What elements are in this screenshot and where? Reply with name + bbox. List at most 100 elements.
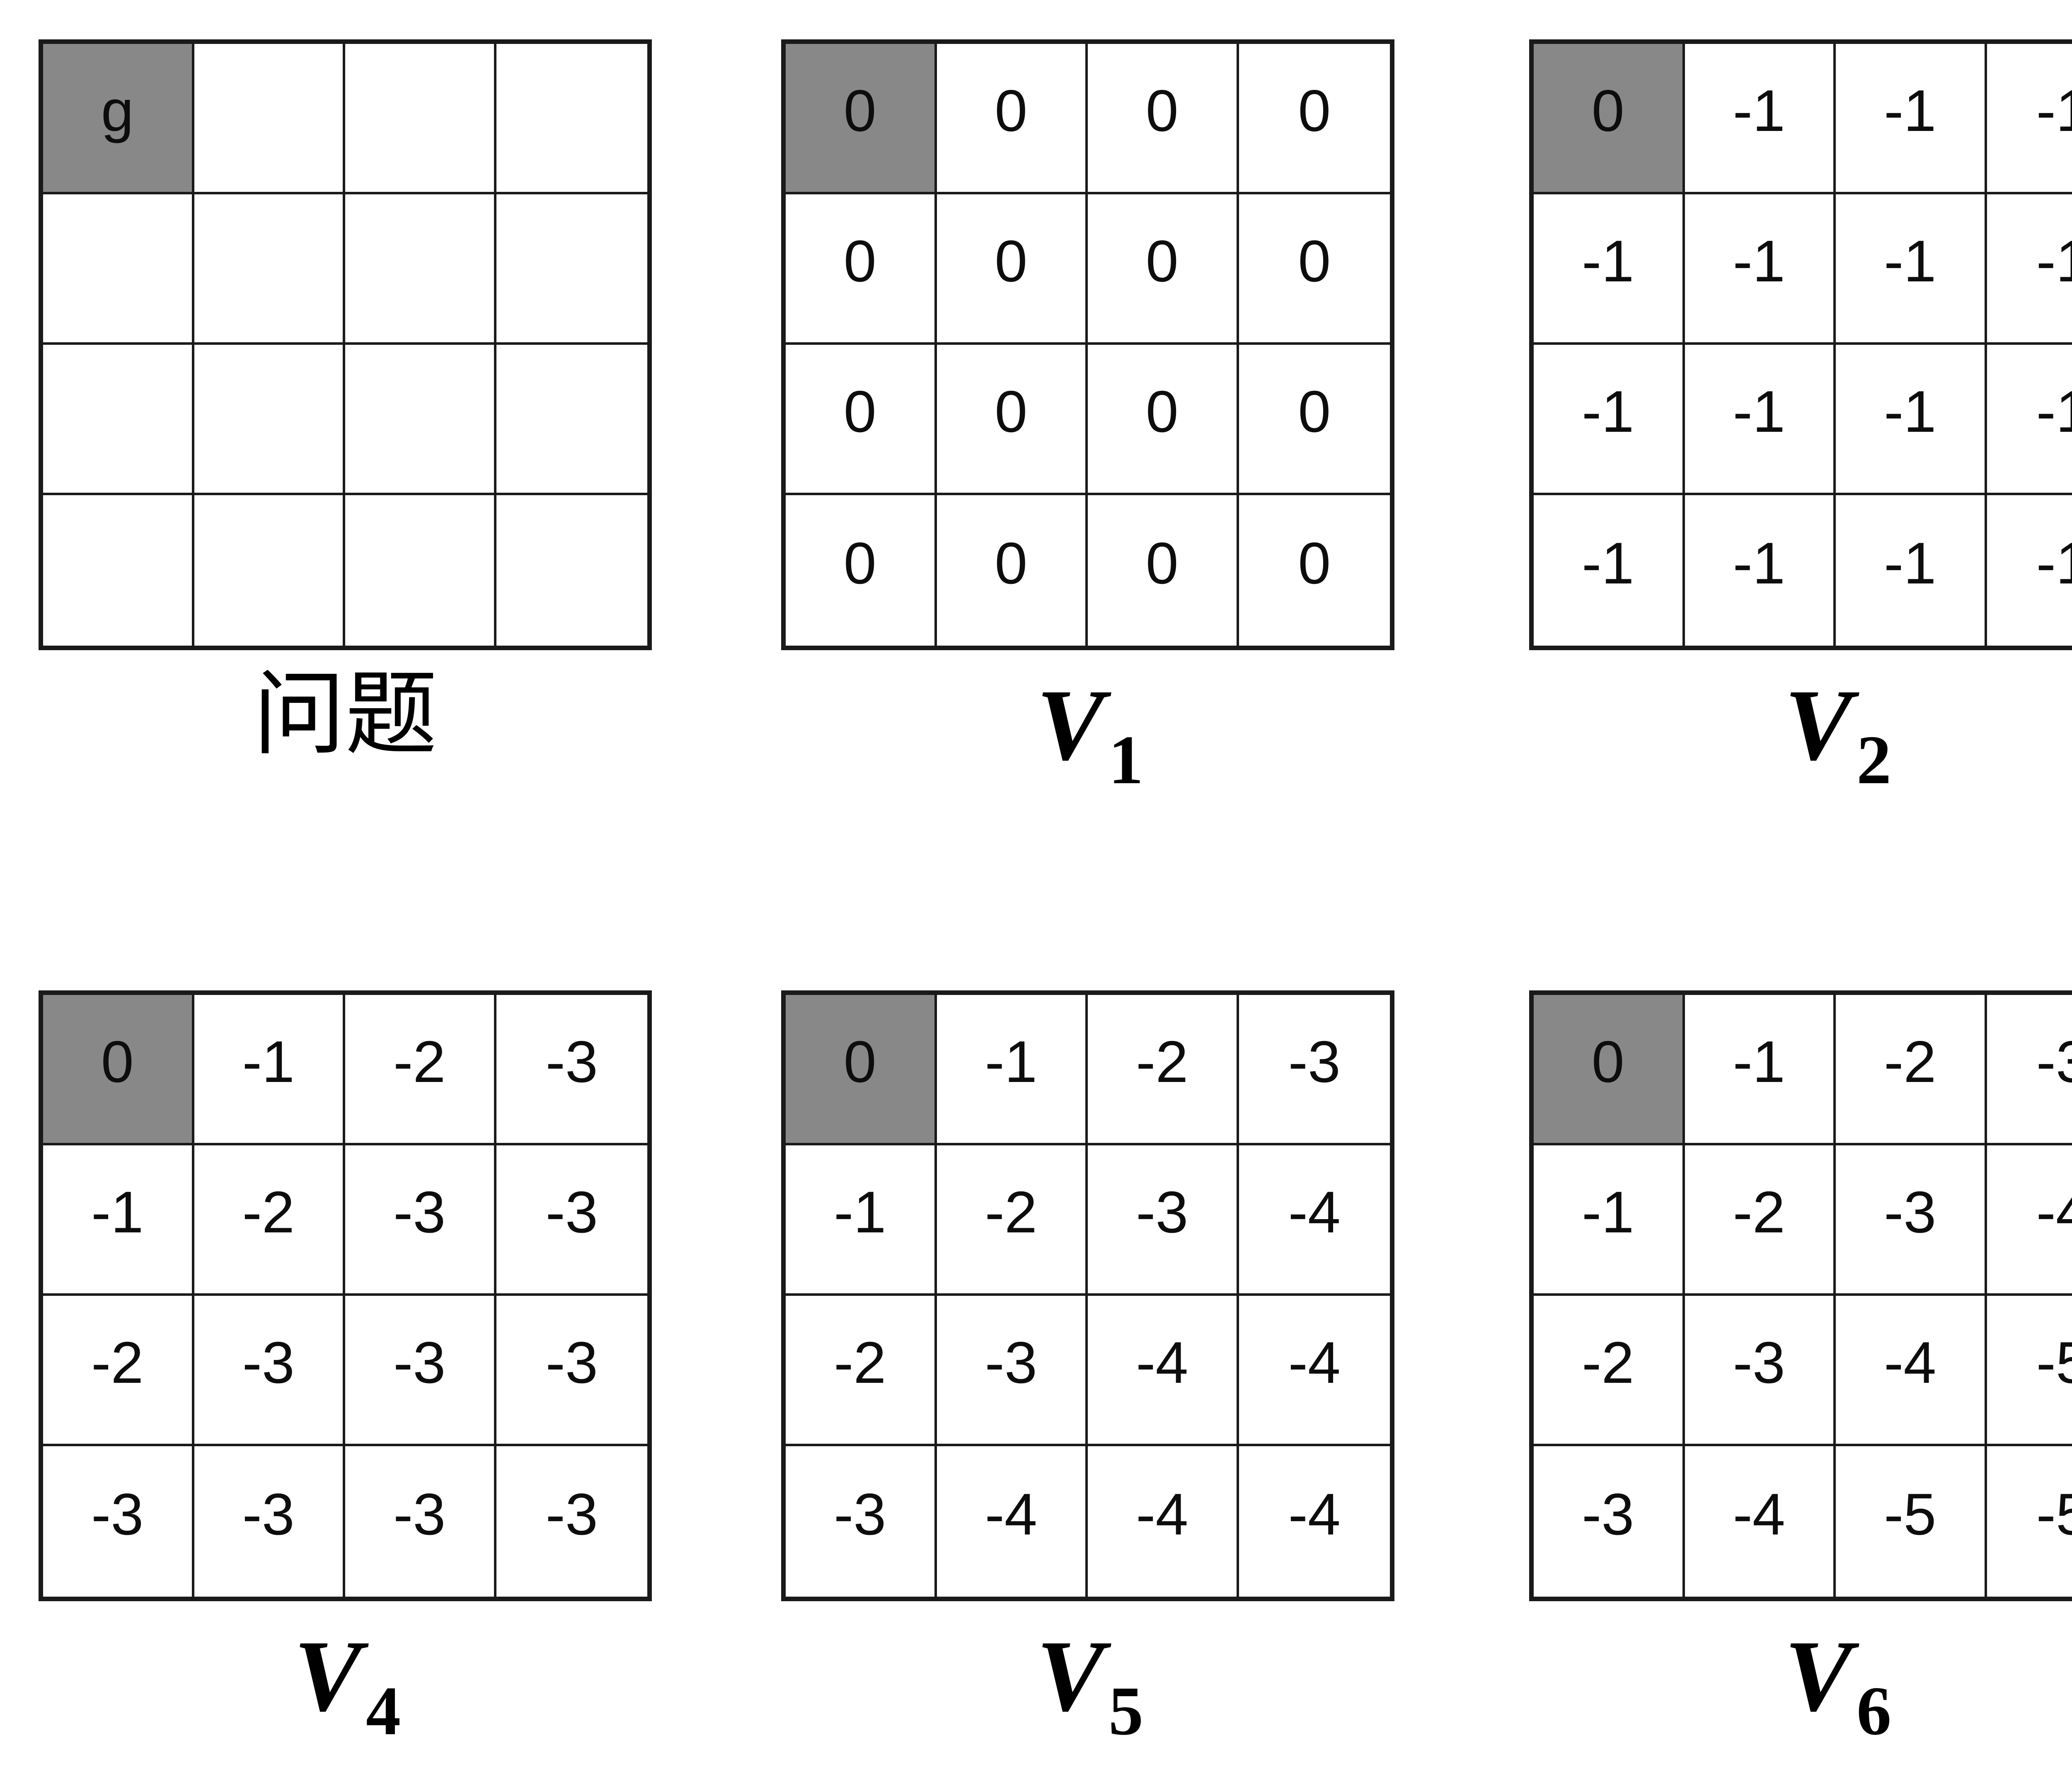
grid-cell: 0 xyxy=(937,495,1088,646)
grid-cell: -3 xyxy=(937,1296,1088,1446)
grid-cell: -1 xyxy=(43,1145,194,1296)
panel-label-symbol: V xyxy=(1784,669,1853,782)
grid-cell: -1 xyxy=(1836,495,1987,646)
grid-cell xyxy=(496,345,647,495)
grid-cell: -2 xyxy=(786,1296,937,1446)
grid-cell: 0 xyxy=(1088,44,1239,194)
grid-cell: -3 xyxy=(345,1145,496,1296)
grid-cell: -4 xyxy=(937,1446,1088,1597)
grid-cell xyxy=(496,194,647,345)
grid-cell xyxy=(194,44,345,194)
grid-cell: -1 xyxy=(1685,495,1836,646)
grid-cell: 0 xyxy=(1088,345,1239,495)
grid-cell: 0 xyxy=(786,345,937,495)
grid-cell: -1 xyxy=(1685,44,1836,194)
grid-cell-terminal: 0 xyxy=(786,995,937,1145)
grid-cell: -5 xyxy=(1987,1446,2072,1597)
grid-cell: -4 xyxy=(1685,1446,1836,1597)
grid-cell xyxy=(345,194,496,345)
grid-cell: -2 xyxy=(1088,995,1239,1145)
grid-cell: -4 xyxy=(1239,1145,1390,1296)
panel-label-symbol: V xyxy=(1036,1620,1105,1733)
grid-cell-terminal: 0 xyxy=(43,995,194,1145)
value-grid-panel-v2: 0-1-1-1-1-1-1-1-1-1-1-1-1-1-1-1V2 xyxy=(1529,39,2072,795)
value-grid-problem: g xyxy=(39,39,652,650)
grid-cell: 0 xyxy=(786,194,937,345)
grid-cell: -4 xyxy=(1239,1296,1390,1446)
grid-cell: -4 xyxy=(1088,1446,1239,1597)
grid-cell: -1 xyxy=(1987,194,2072,345)
panel-label-subscript: 4 xyxy=(366,1672,401,1750)
grid-cell: -1 xyxy=(1685,995,1836,1145)
value-grid-v4: 0-1-2-3-1-2-3-3-2-3-3-3-3-3-3-3 xyxy=(39,990,652,1601)
grid-cell: -2 xyxy=(43,1296,194,1446)
grid-cell: -4 xyxy=(1836,1296,1987,1446)
value-grid-v2: 0-1-1-1-1-1-1-1-1-1-1-1-1-1-1-1 xyxy=(1529,39,2072,650)
grid-cell-terminal: g xyxy=(43,44,194,194)
panel-label-subscript: 5 xyxy=(1109,1672,1144,1750)
grid-cell: -2 xyxy=(345,995,496,1145)
grid-cell: -1 xyxy=(1534,194,1685,345)
grid-cell: 0 xyxy=(937,194,1088,345)
grid-cell xyxy=(194,495,345,646)
grid-cell: -2 xyxy=(1534,1296,1685,1446)
grid-cell: 0 xyxy=(1088,495,1239,646)
grid-cell xyxy=(496,44,647,194)
panel-label-v5: V5 xyxy=(781,1625,1394,1746)
grid-cell xyxy=(194,194,345,345)
panel-label-subscript: 6 xyxy=(1857,1672,1892,1750)
grid-cell: -1 xyxy=(1987,495,2072,646)
grid-cell: -1 xyxy=(1836,44,1987,194)
panel-label-subscript: 1 xyxy=(1109,721,1144,799)
grid-cell xyxy=(345,345,496,495)
grid-cell: -1 xyxy=(1534,495,1685,646)
grid-cell: -4 xyxy=(1987,1145,2072,1296)
grid-cell: -3 xyxy=(1239,995,1390,1145)
grid-cell: -3 xyxy=(194,1296,345,1446)
grid-cell: -1 xyxy=(1987,44,2072,194)
panel-label-symbol: V xyxy=(1784,1620,1853,1733)
grid-cell: -3 xyxy=(496,1145,647,1296)
grid-cell: -3 xyxy=(1534,1446,1685,1597)
grid-cell: -3 xyxy=(1685,1296,1836,1446)
grid-cell: -3 xyxy=(43,1446,194,1597)
value-grid-v6: 0-1-2-3-1-2-3-4-2-3-4-5-3-4-5-5 xyxy=(1529,990,2072,1601)
grid-cell: -1 xyxy=(1987,345,2072,495)
grid-cell: 0 xyxy=(937,345,1088,495)
grid-cell: -5 xyxy=(1836,1446,1987,1597)
grid-cell: -2 xyxy=(194,1145,345,1296)
grid-cell-terminal: 0 xyxy=(1534,995,1685,1145)
grid-cell xyxy=(43,495,194,646)
grid-cell: 0 xyxy=(1239,345,1390,495)
grid-cell: -5 xyxy=(1987,1296,2072,1446)
grid-cell: -1 xyxy=(1836,194,1987,345)
grid-cell xyxy=(496,495,647,646)
grid-cell-terminal: 0 xyxy=(1534,44,1685,194)
grid-cell: -3 xyxy=(496,1296,647,1446)
grid-cell: -3 xyxy=(345,1446,496,1597)
grid-cell: 0 xyxy=(1239,495,1390,646)
panel-label-symbol: V xyxy=(1036,669,1105,782)
grid-cell: -3 xyxy=(496,1446,647,1597)
grid-cell: 0 xyxy=(1239,194,1390,345)
panel-label-problem: 问题 xyxy=(253,661,437,768)
grid-cell xyxy=(345,495,496,646)
grid-cell: 0 xyxy=(937,44,1088,194)
grid-cell: 0 xyxy=(1239,44,1390,194)
grid-cell: -1 xyxy=(194,995,345,1145)
grid-cell: -1 xyxy=(786,1145,937,1296)
grid-cell: 0 xyxy=(786,495,937,646)
grid-cell-terminal: 0 xyxy=(786,44,937,194)
grid-cell: -2 xyxy=(1836,995,1987,1145)
grid-cell xyxy=(43,194,194,345)
grid-cell: -3 xyxy=(496,995,647,1145)
value-grid-v5: 0-1-2-3-1-2-3-4-2-3-4-4-3-4-4-4 xyxy=(781,990,1394,1601)
grid-cell: -3 xyxy=(786,1446,937,1597)
grid-cell: -4 xyxy=(1239,1446,1390,1597)
